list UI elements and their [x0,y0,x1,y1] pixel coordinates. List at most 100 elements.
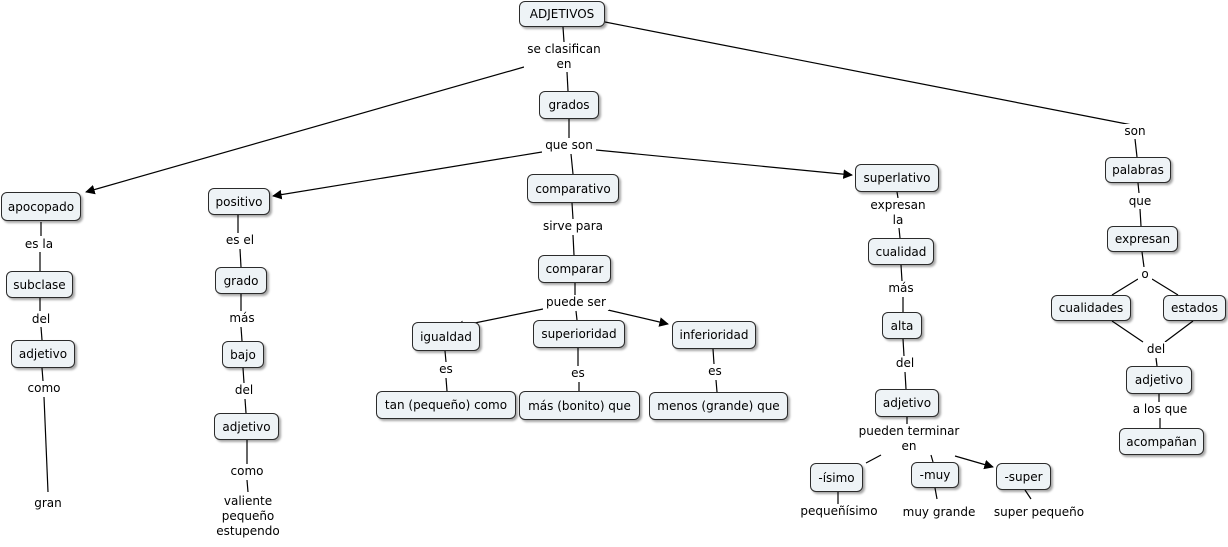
connector-arrow [595,149,853,179]
concept-adjetivo[interactable]: adjetivo [875,389,939,417]
connector-line [934,487,938,500]
concept-cualidades[interactable]: cualidades [1051,295,1131,321]
concept-mas-bonito-que[interactable]: más (bonito) que [519,391,640,420]
connector-line [43,396,49,493]
link-label: del [231,383,257,398]
connector-line [244,398,247,414]
connector-line [604,21,1133,126]
link-label: del [1143,342,1169,357]
concept-menos-grande-que[interactable]: menos (grande) que [649,392,788,420]
concept-tan-pequeno-como[interactable]: tan (pequeño) como [376,391,516,419]
concept-igualdad[interactable]: igualdad [412,322,480,351]
concept-positivo[interactable]: positivo [208,188,270,215]
connector-line [865,454,882,464]
concept-adjetivos[interactable]: ADJETIVOS [519,1,605,27]
link-label: se clasifican en [524,42,604,72]
concept-apocopado[interactable]: apocopado [1,192,81,221]
connector-line [898,227,901,239]
concept-subclase[interactable]: subclase [6,271,73,298]
link-label: super pequeño [992,505,1086,520]
connector-arrow [272,151,543,200]
link-label: más [227,311,257,326]
connector-line [902,338,905,357]
concept-palabras[interactable]: palabras [1105,157,1171,183]
connector-line [930,454,934,463]
concept-grado[interactable]: grado [215,267,267,294]
connector-line [1151,278,1179,296]
link-label: puede ser [543,295,609,310]
link-label: o [1138,267,1152,282]
link-label: gran [30,496,66,511]
connector-line [1137,182,1140,194]
concept-expresan[interactable]: expresan [1107,226,1178,252]
concept-muy[interactable]: -muy [911,462,959,488]
connector-line [242,367,245,384]
connector-line [1139,208,1142,227]
concept-isimo[interactable]: -ísimo [810,463,863,492]
link-label: pueden terminar en [857,424,961,454]
link-label: más [886,281,916,296]
connector-arrow [85,66,525,195]
concept-superlativo[interactable]: superlativo [855,164,939,192]
concept-comparativo[interactable]: comparativo [527,174,619,203]
concept-bajo[interactable]: bajo [222,341,264,368]
concept-super[interactable]: -super [996,463,1051,490]
link-label: como [227,464,267,479]
concept-cualidad[interactable]: cualidad [868,238,934,265]
connector-line [904,371,907,390]
concept-alta[interactable]: alta [882,312,922,339]
connector-line [1111,320,1144,343]
link-label: como [24,381,64,396]
connector-arrow [954,455,994,470]
connector-line [570,153,574,175]
connector-arrow [607,309,669,327]
link-label: es la [20,237,58,252]
connector-line [1155,357,1158,367]
connector-line [445,377,448,392]
link-label: sirve para [539,219,607,234]
concept-estados[interactable]: estados [1163,295,1226,321]
connector-line [239,248,242,268]
link-label: a los que [1129,402,1191,417]
connector-line [572,234,575,256]
connector-line [712,348,715,365]
connector-line [240,326,243,342]
connector-line [1024,489,1032,500]
link-label: es [704,364,726,379]
link-label: que [1126,194,1154,209]
connector-line [575,310,578,321]
concept-grados[interactable]: grados [539,91,599,119]
connector-line [562,26,565,43]
link-label: es [567,366,589,381]
link-label: es el [222,233,258,248]
link-label: del [27,312,55,327]
connector-line [444,350,447,363]
concept-superioridad[interactable]: superioridad [533,320,625,348]
connector-line [1164,320,1194,343]
link-label: valiente pequeño estupendo [214,494,282,539]
concept-adjetivo[interactable]: adjetivo [1126,366,1192,394]
connector-line [246,479,249,493]
concept-comparar[interactable]: comparar [538,255,611,283]
link-label: que son [542,138,596,153]
connector-line [40,326,43,341]
connector-line [1134,138,1138,158]
connector-line [900,264,903,282]
link-label: son [1119,124,1151,139]
concept-inferioridad[interactable]: inferioridad [672,321,756,349]
concept-adjetivo[interactable]: adjetivo [11,340,75,368]
connector-line [896,191,899,199]
connector-line [1141,251,1145,268]
link-label: pequeñísimo [798,504,880,519]
connector-line [715,379,718,393]
connector-line [41,367,44,382]
link-label: del [892,356,918,371]
concept-adjetivo[interactable]: adjetivo [214,413,279,440]
connector-line [1111,278,1139,296]
connector-line [566,71,569,92]
connector-line [571,202,574,220]
link-label: muy grande [899,505,979,520]
link-label: expresan la [867,198,929,228]
concept-acompanan[interactable]: acompañan [1119,428,1204,455]
